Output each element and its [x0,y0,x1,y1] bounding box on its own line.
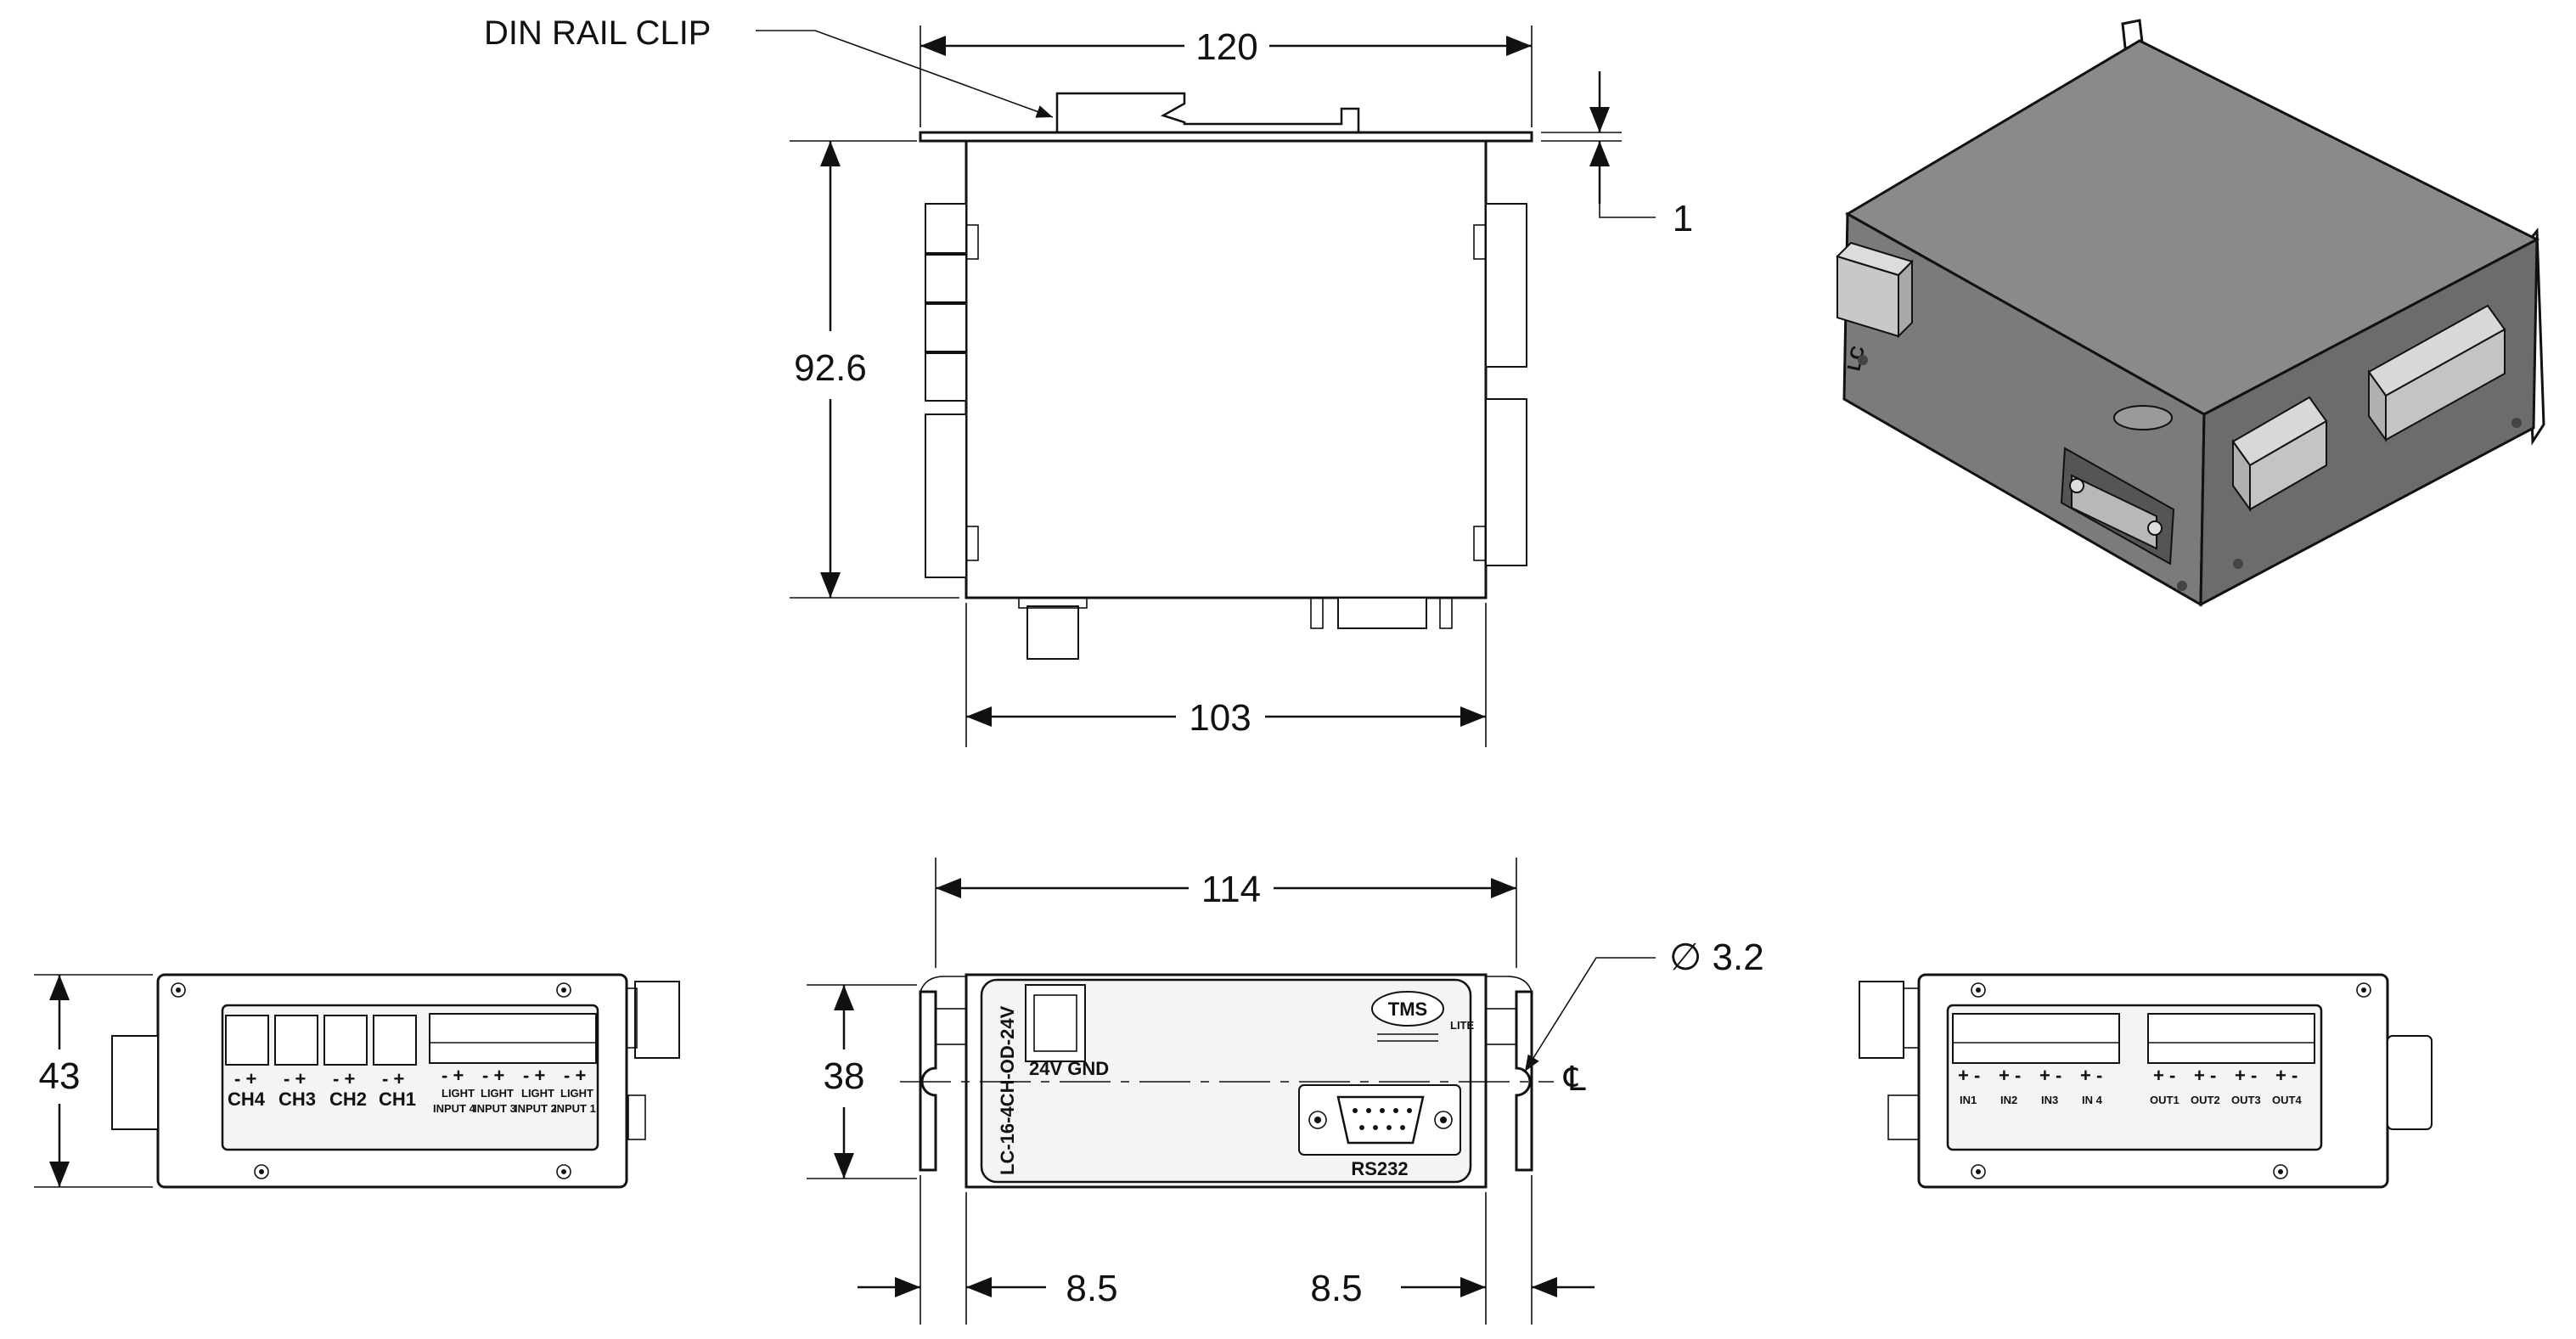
left-polarity-4: - + [382,1068,404,1089]
dim-top-width: 120 [1195,26,1257,68]
left-input-light-1: LIGHT [442,1087,475,1100]
centerline-symbol: ℄ [1563,1061,1586,1098]
left-polarity-2: - + [284,1068,306,1089]
front-rs232-label: RS232 [1351,1158,1408,1179]
right-output-1: OUT1 [2150,1094,2179,1106]
left-light-input-block [429,1013,597,1064]
din-rail-clip-label: DIN RAIL CLIP [484,14,711,52]
right-input-3: IN3 [2041,1094,2058,1106]
front-model-label: LC-16-4CH-OD-24V [997,1005,1018,1175]
left-channel-label-1: CH4 [228,1089,266,1110]
left-input-light-4: LIGHT [560,1087,593,1100]
right-output-block [2147,1013,2315,1064]
left-channel-label-3: CH2 [329,1089,367,1110]
front-brand-sub: LITE [1450,1019,1474,1032]
dim-hole-diameter: ∅ 3.2 [1669,937,1764,978]
isometric-view: LC [1836,19,2545,607]
right-input-4: IN 4 [2082,1094,2103,1106]
right-output-4: OUT4 [2272,1094,2302,1106]
top-rs232-connector [1337,597,1427,629]
front-view: LC-16-4CH-OD-24V 24V GND TMS LITE RS232 … [807,858,1764,1325]
dim-right-margin: 8.5 [1310,1268,1362,1309]
left-input-polarity-2: - + [482,1065,504,1086]
front-brand-logo [1371,991,1444,1027]
front-brand-name: TMS [1388,999,1427,1020]
left-polarity-1: - + [234,1068,256,1089]
top-view: 120 92.6 103 1 DIN RAIL CLIP [484,14,1693,747]
right-out-polarity-4: + - [2275,1065,2298,1086]
dim-top-base: 103 [1189,697,1251,739]
left-input-num-1: INPUT 4 [433,1102,476,1115]
din-rail-clip [1055,92,1360,132]
left-input-light-2: LIGHT [481,1087,514,1100]
left-polarity-3: - + [333,1068,355,1089]
front-power-label: 24V GND [1029,1058,1109,1079]
right-in-polarity-3: + - [2039,1065,2061,1086]
right-in-polarity-2: + - [1999,1065,2021,1086]
left-input-num-3: INPUT 2 [515,1102,557,1115]
top-right-terminals [1473,203,1527,566]
right-output-2: OUT2 [2191,1094,2220,1106]
left-input-light-3: LIGHT [521,1087,554,1100]
left-input-num-4: INPUT 1 [554,1102,596,1115]
right-output-3: OUT3 [2231,1094,2261,1106]
front-rs232-connector [1298,1084,1461,1156]
left-channel-label-4: CH1 [379,1089,416,1110]
dim-clip-thickness: 1 [1673,198,1693,239]
iso-rs232-connector [2071,474,2157,550]
right-input-1: IN1 [1960,1094,1977,1106]
top-power-connector [1026,605,1079,660]
iso-terminal-blocks [2231,304,2506,513]
top-left-terminals [925,203,979,578]
front-power-connector [1025,984,1086,1062]
dim-front-width: 114 [1201,869,1261,910]
right-input-block [1952,1013,2120,1064]
right-in-polarity-4: + - [2080,1065,2102,1086]
left-input-polarity-3: - + [523,1065,545,1086]
right-out-polarity-3: + - [2235,1065,2257,1086]
left-input-num-2: INPUT 3 [474,1102,516,1115]
db9-pins [1353,1108,1412,1130]
right-input-2: IN2 [2000,1094,2017,1106]
left-input-polarity-1: - + [442,1065,464,1086]
dim-left-margin: 8.5 [1066,1268,1117,1309]
left-channel-terminals [225,1015,417,1066]
right-side-view: + - + - + - + - + - + - + - + - IN1 IN2 … [1859,973,2433,1189]
dim-left-height: 43 [39,1055,81,1097]
top-body [965,139,1488,599]
left-side-view: - + - + - + - + CH4 CH3 CH2 CH1 - + - + … [34,973,680,1189]
dim-front-height: 38 [824,1055,865,1097]
left-input-polarity-4: - + [564,1065,586,1086]
right-out-polarity-1: + - [2153,1065,2175,1086]
iso-logo [2113,405,2173,430]
right-out-polarity-2: + - [2194,1065,2216,1086]
dim-top-height: 92.6 [794,347,867,389]
left-channel-label-2: CH3 [278,1089,316,1110]
right-in-polarity-1: + - [1958,1065,1980,1086]
